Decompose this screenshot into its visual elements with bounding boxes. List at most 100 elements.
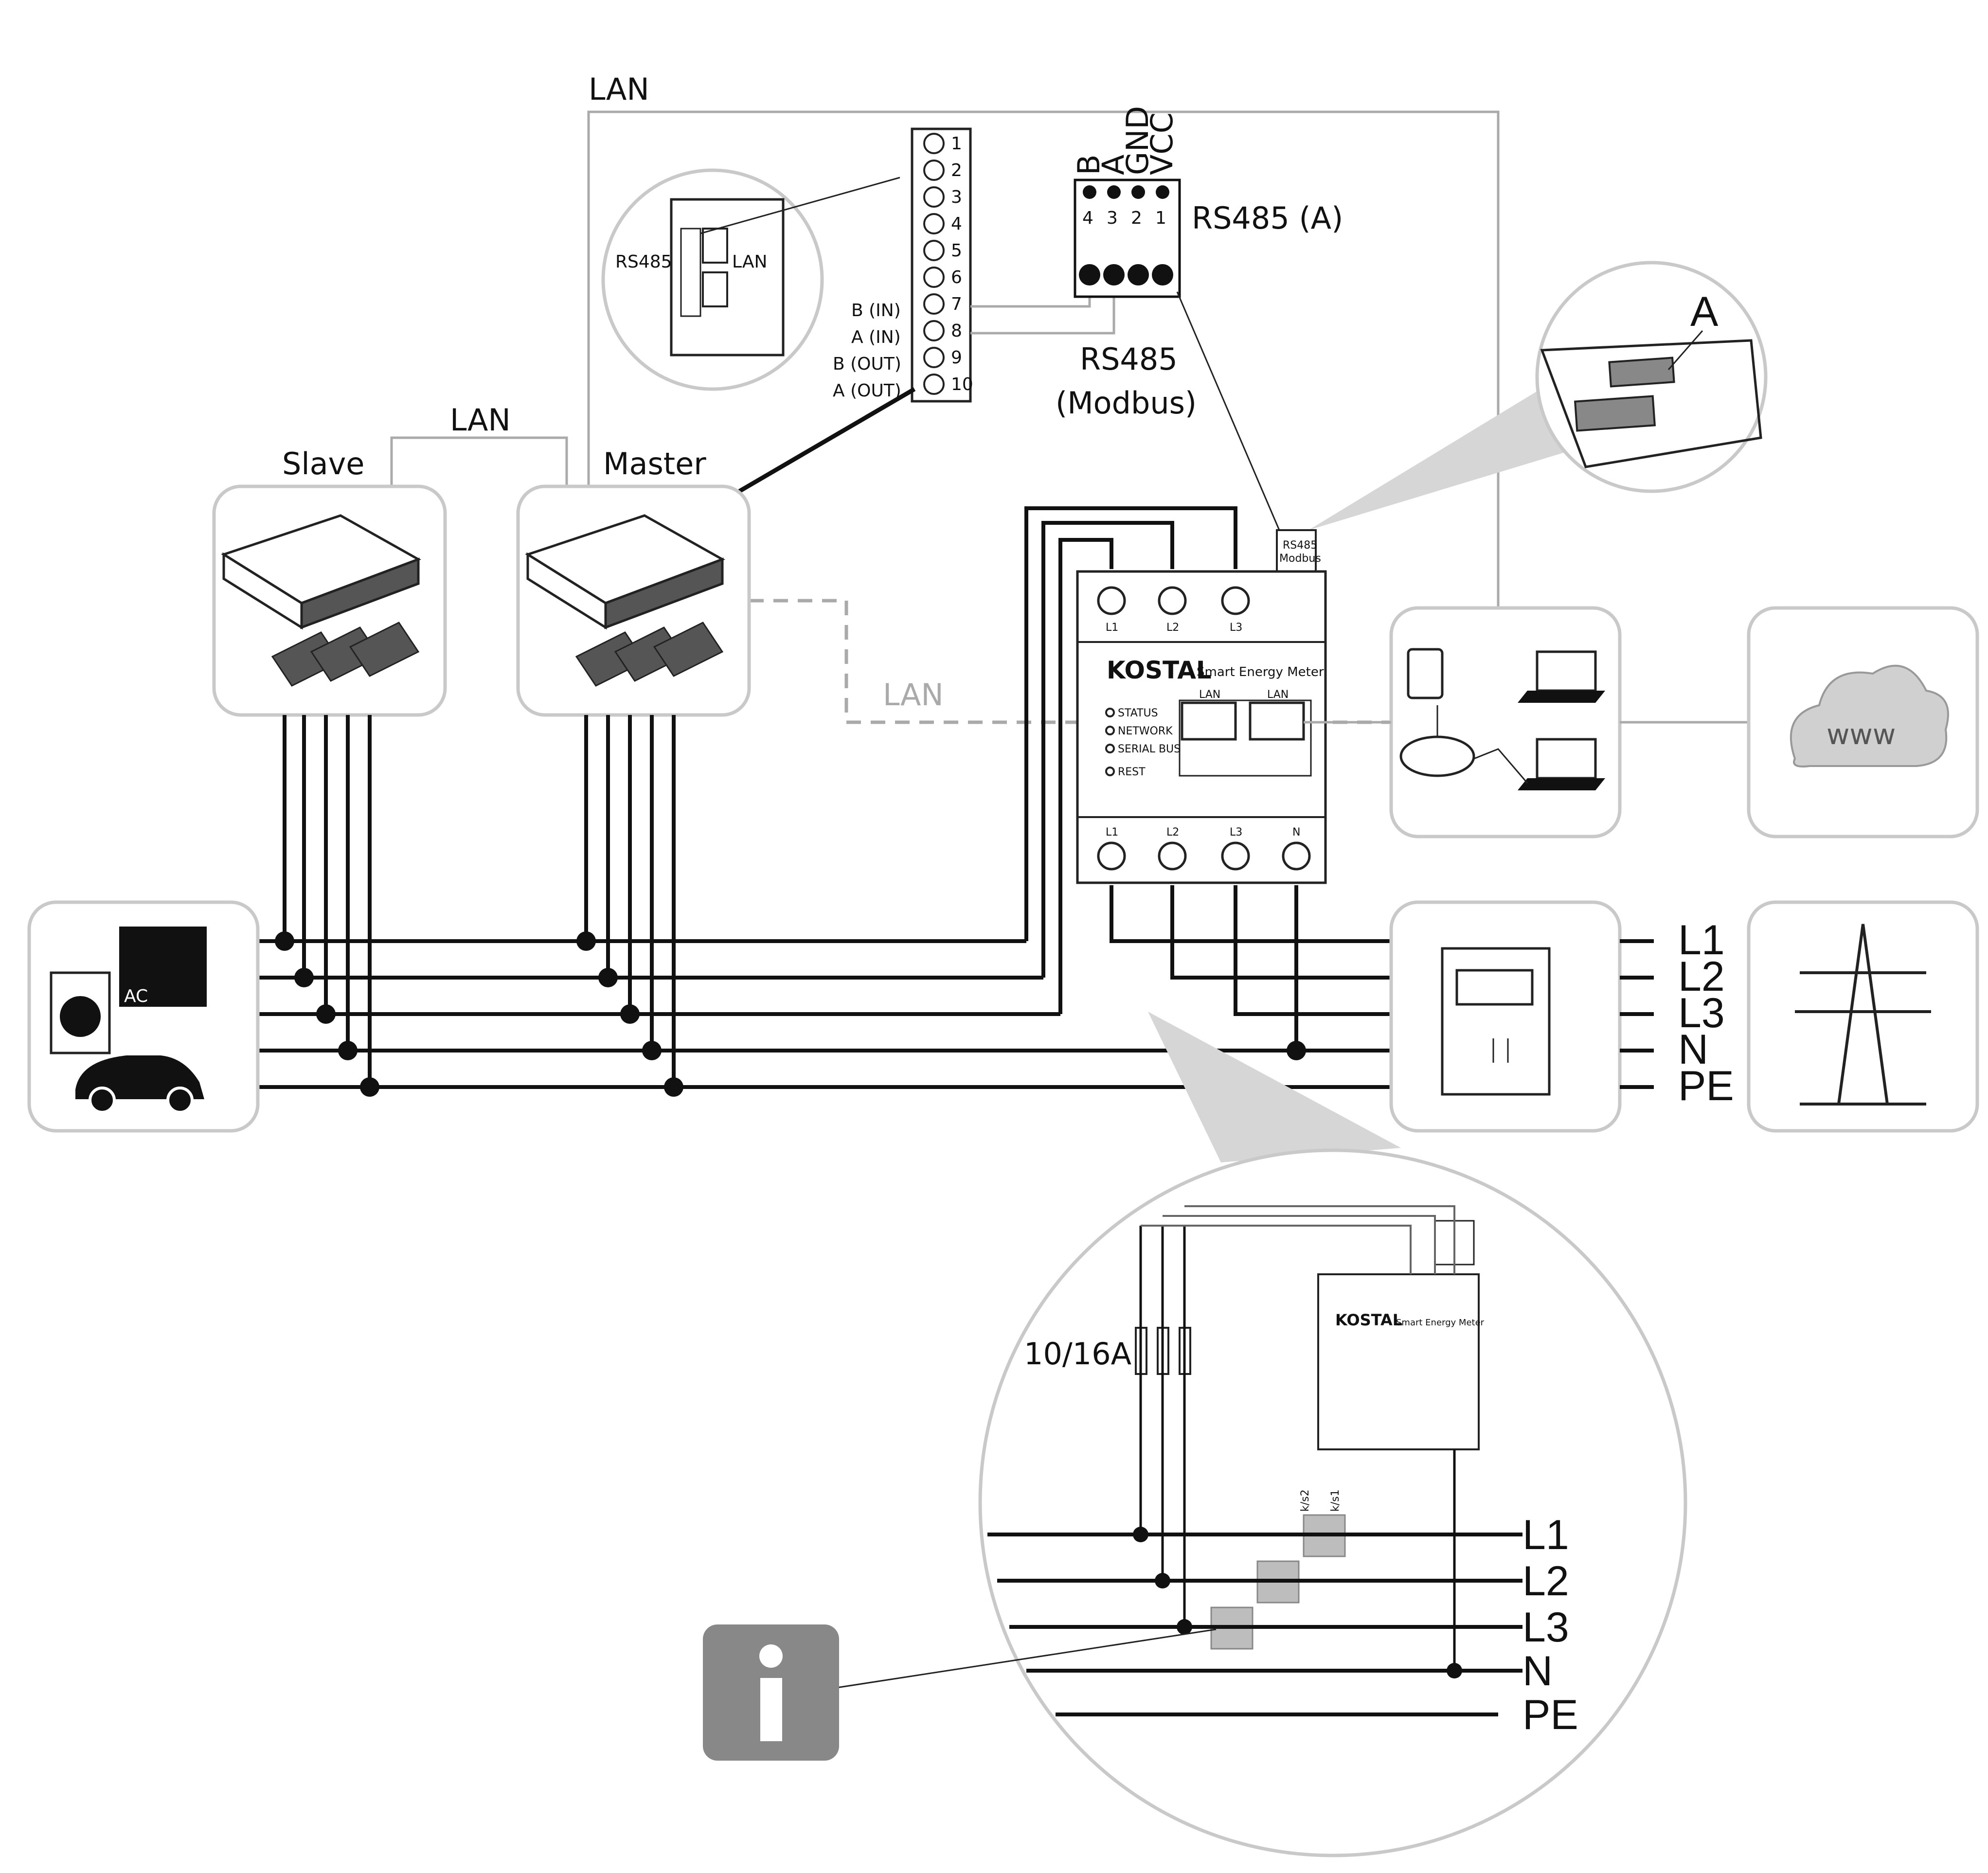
- terminal-screw: [923, 320, 945, 341]
- meter-top-l3: L3: [1230, 622, 1242, 634]
- washing-machine-icon: [50, 971, 111, 1054]
- laptop-icon: [1518, 650, 1605, 703]
- rs485-num-2: 2: [1131, 208, 1142, 228]
- tablet-icon: [1407, 648, 1444, 699]
- terminal-number: 9: [951, 348, 962, 368]
- cloud-icon: www: [1790, 664, 1949, 767]
- lan-slave-master: LAN: [390, 402, 568, 486]
- master-inverter: Master: [516, 446, 751, 717]
- terminal-label-a-in: A (IN): [851, 327, 901, 347]
- ct-label-s2: k/s2: [1299, 1489, 1311, 1512]
- rs485-a-label: RS485 (A): [1192, 200, 1343, 236]
- callout-a-label: A: [1690, 288, 1719, 335]
- terminal-number: 2: [951, 161, 962, 180]
- slave-label: Slave: [282, 446, 364, 482]
- terminal-number: 3: [951, 187, 962, 207]
- terminal-screw: [923, 213, 945, 234]
- meter-top-l2: L2: [1166, 622, 1179, 634]
- inverter-icon: [221, 514, 421, 630]
- meter-led-status: STATUS: [1118, 707, 1158, 719]
- zoom-l3: L3: [1522, 1604, 1569, 1651]
- meter-led-serial-bus: SERIAL BUS: [1118, 743, 1181, 755]
- grid-pe: PE: [1678, 1063, 1734, 1109]
- terminal-screw: [923, 374, 945, 395]
- grid-l3: L3: [1678, 990, 1725, 1036]
- terminal-screw: [923, 347, 945, 368]
- grid-n: N: [1678, 1026, 1708, 1073]
- rs485-num-1: 1: [1155, 208, 1166, 228]
- terminal-label-a-out: A (OUT): [833, 381, 901, 401]
- lan-top-connection: LAN: [587, 71, 1500, 608]
- zoom-meter-brand: KOSTAL: [1335, 1311, 1402, 1329]
- inverter-terminal-zoom: RS485 LAN: [601, 168, 900, 391]
- car-icon: [75, 1055, 204, 1114]
- solar-panel-icon: [271, 622, 420, 687]
- ct-label-s1: k/s1: [1329, 1489, 1342, 1512]
- zoom-lan-label: LAN: [732, 252, 767, 272]
- grid-l1: L1: [1678, 917, 1725, 963]
- meter-model: Smart Energy Meter: [1197, 665, 1324, 679]
- meter-lan-port-2: LAN: [1267, 689, 1289, 701]
- meter-rs485-tag-2: Modbus: [1279, 553, 1321, 565]
- terminal-number: 10: [951, 375, 973, 394]
- power-pylon-icon: [1795, 924, 1931, 1106]
- lan-mid-label: LAN: [450, 402, 511, 438]
- rs485-modbus-label-2: (Modbus): [1056, 385, 1197, 421]
- terminal-label-b-out: B (OUT): [833, 354, 901, 374]
- lan-dashed-label: LAN: [883, 677, 944, 713]
- terminal-number: 8: [951, 321, 962, 341]
- network-devices-box: [1304, 606, 1622, 838]
- grid-l2: L2: [1678, 953, 1725, 1000]
- meter-brand: KOSTAL: [1107, 656, 1212, 684]
- meter-rs485-tag-1: RS485: [1283, 539, 1317, 552]
- pylon-box: [1747, 900, 1979, 1133]
- rs485-pin-gnd: GND: [1120, 106, 1155, 175]
- utility-meter-icon: [1441, 947, 1551, 1096]
- air-conditioner-icon: AC: [119, 927, 207, 1007]
- router-icon: [1399, 705, 1475, 777]
- callout-a: A: [1308, 261, 1768, 530]
- meter-lan-port-1: LAN: [1199, 689, 1220, 701]
- terminal-label-b-in: B (IN): [851, 301, 901, 321]
- meter-bottom-l1: L1: [1106, 826, 1118, 838]
- cloud-box: www: [1747, 606, 1979, 838]
- lan-top-label: LAN: [589, 71, 649, 107]
- terminal-screw: [923, 240, 945, 261]
- slave-inverter: Slave: [212, 446, 447, 717]
- terminal-number: 1: [951, 134, 962, 154]
- rs485-pin-a: A: [1095, 155, 1131, 175]
- rs485-pin-b: B: [1071, 154, 1107, 175]
- zoom-l2: L2: [1522, 1558, 1569, 1605]
- info-icon[interactable]: [703, 1624, 1217, 1761]
- terminal-number: 6: [951, 268, 962, 287]
- smart-energy-meter: RS485 Modbus L1 L2 L3 KOSTAL Smart Energ…: [1076, 529, 1327, 884]
- rs485-num-4: 4: [1082, 208, 1093, 228]
- terminal-number: 4: [951, 214, 962, 234]
- meter-top-l1: L1: [1106, 622, 1118, 634]
- rs485-connector: B A GND VCC 4 3 2 1 RS485 (A) RS485 (Mod…: [1056, 106, 1343, 531]
- inverter-icon: [525, 514, 725, 630]
- terminal-screw: [923, 160, 945, 181]
- rs485-modbus-label-1: RS485: [1080, 341, 1178, 377]
- terminal-screw: [923, 133, 945, 154]
- rs485-pin-vcc: VCC: [1144, 112, 1180, 175]
- meter-bottom-l3: L3: [1230, 826, 1242, 838]
- zoom-meter-model: Smart Energy Meter: [1396, 1318, 1485, 1328]
- zoom-n: N: [1522, 1648, 1553, 1695]
- grid-labels: L1 L2 L3 N PE: [1620, 917, 1734, 1109]
- fuse-label: 10/16A: [1024, 1336, 1131, 1372]
- zoom-rs485-label: RS485: [615, 252, 672, 272]
- zoom-l1: L1: [1522, 1512, 1569, 1558]
- loads-box: AC: [27, 900, 260, 1133]
- meter-bottom-l2: L2: [1166, 826, 1179, 838]
- meter-bottom-n: N: [1292, 826, 1300, 838]
- terminal-number: 7: [951, 294, 962, 314]
- master-label: Master: [603, 446, 706, 482]
- laptop-icon: [1518, 738, 1605, 790]
- meter-led-network: NETWORK: [1118, 725, 1173, 737]
- terminal-screw: [923, 186, 945, 208]
- zoom-pe: PE: [1522, 1692, 1578, 1738]
- zoom-detail: KOSTAL Smart Energy Meter 10/16A k/s1 k/…: [978, 1012, 1687, 1857]
